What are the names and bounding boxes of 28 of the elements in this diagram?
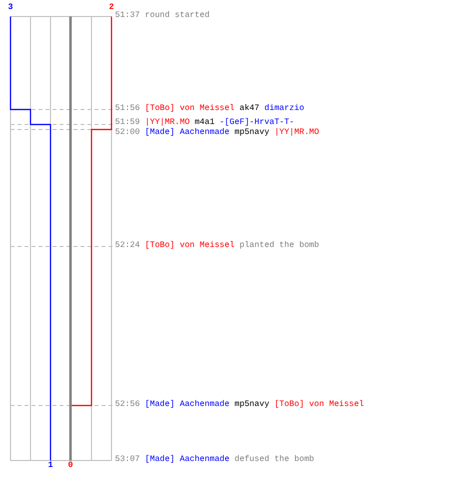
- player-name: [Made] Aachenmade: [144, 455, 230, 465]
- player-name: |YY|MR.MO: [144, 118, 190, 128]
- weapon-name: mp5navy: [234, 128, 270, 138]
- player-name: [ToBo] von Meissel: [274, 400, 364, 410]
- player-name: -[GeF]-HrvaT-T-: [220, 118, 294, 128]
- count-label: 1: [48, 462, 53, 470]
- weapon-name: ak47: [239, 104, 260, 114]
- timestamp: 52:56: [115, 400, 140, 410]
- player-name: dimarzio: [264, 104, 304, 114]
- event-text: round started: [144, 11, 210, 21]
- player-name: [ToBo] von Meissel: [144, 241, 234, 251]
- player-name: |YY|MR.MO: [274, 128, 320, 138]
- timestamp: 51:37: [115, 11, 140, 21]
- timestamp: 52:00: [115, 128, 140, 138]
- player-name: [ToBo] von Meissel: [144, 104, 234, 114]
- player-name: [Made] Aachenmade: [144, 400, 230, 410]
- timestamp: 51:56: [115, 104, 140, 114]
- event-text: defused the bomb: [234, 455, 314, 465]
- count-label: 3: [8, 4, 13, 12]
- event-text: planted the bomb: [239, 241, 320, 251]
- count-label: 2: [109, 4, 114, 12]
- timestamp: 51:59: [115, 118, 140, 128]
- weapon-name: mp5navy: [234, 400, 270, 410]
- weapon-name: m4a1: [194, 118, 215, 128]
- timestamp: 52:24: [115, 241, 140, 251]
- player-name: [Made] Aachenmade: [144, 128, 230, 138]
- timestamp: 53:07: [115, 455, 140, 465]
- count-label: 0: [68, 462, 73, 470]
